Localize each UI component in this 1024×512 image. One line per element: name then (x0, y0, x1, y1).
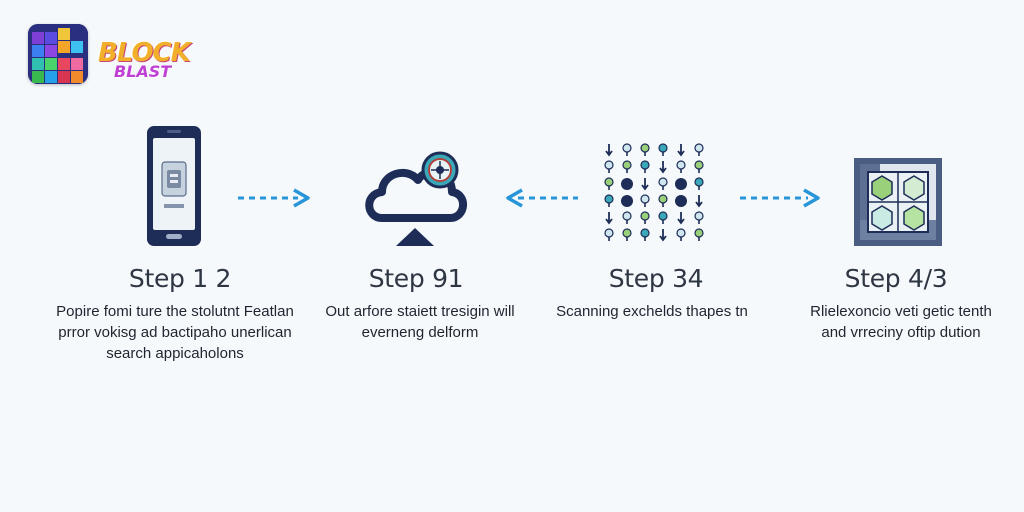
cloud-icon (360, 148, 470, 248)
step-4-label: Step 4/3 (844, 264, 948, 293)
network-icon (600, 142, 710, 246)
grid-board-icon (852, 156, 944, 248)
step-4-description: Rlielexoncio veti getic tenth and vrreci… (810, 303, 992, 341)
step-3-description: Scanning exchelds thapes tn (556, 303, 748, 320)
step-1-label: Step 1 2 (128, 264, 232, 293)
block-logo-icon (28, 24, 88, 84)
logo-word-blast: BLAST (114, 62, 172, 81)
arrow-right-icon (738, 188, 822, 208)
step-2-label: Step 91 (368, 264, 464, 293)
step-1-description: Popire fomi ture the stolutnt Featlan pr… (56, 303, 294, 362)
step-3-label: Step 34 (608, 264, 704, 293)
step-2-description: Out arfore staiett tresigin will evernen… (325, 303, 515, 341)
block-blast-logo: BLOCK BLAST (28, 24, 191, 86)
arrow-left-icon (504, 188, 580, 208)
logo-wordmark: BLOCK BLAST (96, 32, 191, 82)
logo-word-block: BLOCK (98, 38, 191, 68)
phone-icon (144, 124, 204, 248)
arrow-right-icon (236, 188, 312, 208)
